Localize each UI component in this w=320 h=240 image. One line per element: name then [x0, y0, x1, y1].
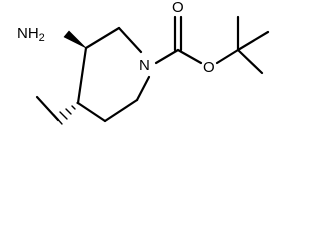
- hash-line-4: [59, 111, 68, 120]
- amine-wedge-bond: [63, 30, 87, 49]
- bond-n1-carbonyl-carbon: [154, 48, 180, 65]
- ring-bond-c5-c4: [76, 101, 107, 123]
- ring-bond-c2-n1: [117, 26, 143, 54]
- hash-line-2: [71, 105, 76, 110]
- tbutyl-methyl-bond-right: [236, 30, 270, 52]
- ring-bond-c3-c2: [84, 26, 121, 50]
- bond-carbonyl-ester-oxygen: [176, 48, 203, 65]
- ring-bond-c6-c5: [103, 98, 139, 123]
- ester-oxygen-label: O: [203, 59, 215, 76]
- amine-label: NH2: [17, 25, 45, 44]
- molecule-structure: NH2 N O O: [17, 0, 270, 125]
- hash-line-1: [76, 102, 80, 105]
- piperidine-ring: [76, 26, 151, 123]
- carbonyl-oxygen-label: O: [172, 0, 184, 16]
- tbutyl-methyl-bond-down: [236, 48, 264, 75]
- ring-bond-n1-c6: [135, 75, 151, 102]
- hash-line-3: [65, 108, 72, 115]
- amine-label-text: NH: [17, 25, 39, 42]
- ethyl-bond-ch2-ch3: [35, 95, 60, 122]
- amine-label-subscript: 2: [39, 32, 45, 44]
- ring-bond-c4-c3: [76, 46, 88, 105]
- ring-nitrogen-label: N: [139, 57, 150, 74]
- bond-ester-oxygen-quaternary-carbon: [215, 48, 240, 65]
